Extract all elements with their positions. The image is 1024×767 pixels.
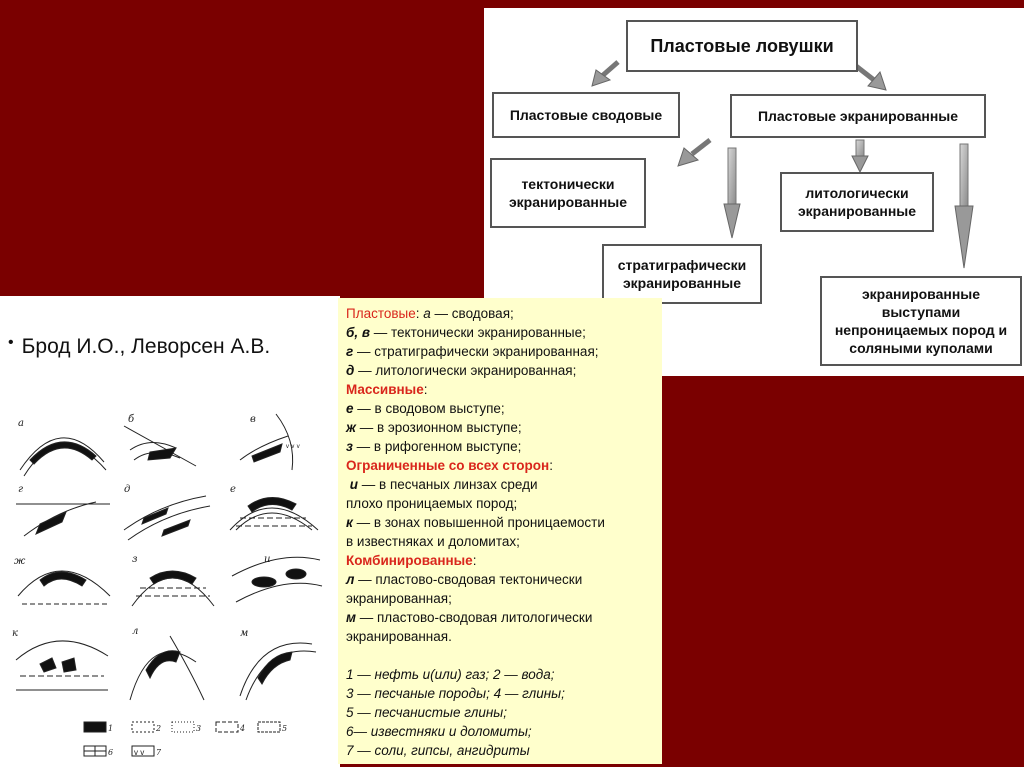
label-l: л xyxy=(132,626,138,637)
key-num-2: 2 xyxy=(155,724,161,733)
arrow-to-screened xyxy=(854,64,887,91)
node-stratigraphic: стратиграфически экранированные xyxy=(602,244,762,304)
arrow-to-tectonic xyxy=(677,138,712,167)
legend-line: б, в — тектонически экранированные; xyxy=(346,325,586,340)
label-v: в xyxy=(250,414,256,425)
legend-key-line: 7 — соли, гипсы, ангидриты xyxy=(346,743,530,758)
label-g: г xyxy=(18,484,23,495)
sketch-e xyxy=(229,497,319,531)
label-m: м xyxy=(240,628,248,639)
sketch-m xyxy=(239,642,317,701)
node-tectonic: тектонически экранированные xyxy=(490,158,646,228)
arrow-to-lithologic xyxy=(851,139,869,174)
evaporite-pattern: v v xyxy=(134,748,144,757)
label-zh: ж xyxy=(14,556,26,567)
legend-line: в известняках и доломитах; xyxy=(346,534,520,549)
citation-text: Брод И.О., Леворсен А.В. xyxy=(21,335,271,358)
sketch-i xyxy=(231,556,323,603)
legend-line: плохо проницаемых пород; xyxy=(346,496,518,511)
legend-line: к — в зонах повышенной проницаемости xyxy=(346,515,605,530)
sketch-v: ᵛ ᵛ ᵛ xyxy=(239,413,300,471)
sketch-z xyxy=(131,570,215,607)
key-num-6: 6 xyxy=(108,748,113,757)
node-salt-domes: экранированные выступами непроницаемых п… xyxy=(820,276,1022,366)
legend-line: м — пластово-сводовая литологически xyxy=(346,610,593,625)
arrow-to-stratigraphic xyxy=(723,147,741,239)
label-k: к xyxy=(12,628,18,639)
legend-line: ж — в эрозионном выступе; xyxy=(346,420,522,435)
node-screened: Пластовые экранированные xyxy=(730,94,986,138)
label-i: и xyxy=(264,554,270,565)
legend-line: д — литологически экранированная; xyxy=(346,363,577,378)
key-num-4: 4 xyxy=(239,724,245,733)
legend-line: е — в сводовом выступе; xyxy=(346,401,505,416)
legend-key-line: 5 — песчанистые глины; xyxy=(346,705,507,720)
sketch-k xyxy=(15,640,109,691)
legend-line: экранированная. xyxy=(346,629,452,644)
sketch-g xyxy=(16,501,110,537)
legend-line: экранированная; xyxy=(346,591,452,606)
legend-line: Ограниченные со всех сторон: xyxy=(346,458,553,473)
node-arched: Пластовые сводовые xyxy=(492,92,680,138)
label-z: з xyxy=(132,554,137,565)
legend-spacer xyxy=(346,646,654,665)
node-lithologic: литологически экранированные xyxy=(780,172,934,232)
sketch-b xyxy=(123,425,197,467)
sketch-d xyxy=(123,495,211,541)
legend-line: Массивные: xyxy=(346,382,428,397)
svg-text:ᵛ ᵛ ᵛ: ᵛ ᵛ ᵛ xyxy=(285,442,300,452)
key-num-3: 3 xyxy=(196,724,201,733)
legend-box: Пластовые: а — сводовая; б, в — тектонич… xyxy=(338,298,662,764)
legend-line: л — пластово-сводовая тектонически xyxy=(346,572,583,587)
label-b: б xyxy=(128,414,135,425)
legend-line: г — стратиграфически экранированная; xyxy=(346,344,599,359)
legend-line: Комбинированные: xyxy=(346,553,477,568)
bullet: • xyxy=(8,334,14,351)
trap-illustrations: а б в г д е ж з и к л м xyxy=(12,413,323,757)
key-boxes xyxy=(83,721,281,757)
citation: • Брод И.О., Леворсен А.В. xyxy=(8,334,270,359)
legend-line: Пластовые: а — сводовая; xyxy=(346,306,514,321)
legend-line: и — в песчаных линзах среди xyxy=(349,477,538,492)
arrow-to-salt-domes xyxy=(954,143,974,269)
key-num-1: 1 xyxy=(108,724,113,733)
key-num-5: 5 xyxy=(282,724,287,733)
sketch-l xyxy=(129,635,205,701)
legend-key-line: 3 — песчаные породы; 4 — глины; xyxy=(346,686,565,701)
legend-line: з — в рифогенном выступе; xyxy=(346,439,522,454)
sketch-a xyxy=(19,437,107,477)
diagram-arrows xyxy=(591,60,974,269)
label-a: а xyxy=(18,418,24,429)
sketch-zh xyxy=(17,570,111,605)
diagram-title-node: Пластовые ловушки xyxy=(626,20,858,72)
legend-key-line: 1 — нефть и(или) газ; 2 — вода; xyxy=(346,667,555,682)
key-num-7: 7 xyxy=(156,748,162,757)
label-d: д xyxy=(124,484,130,495)
label-e: е xyxy=(230,484,236,495)
legend-key-line: 6— известняки и доломиты; xyxy=(346,724,532,739)
arrow-to-arched xyxy=(591,60,620,87)
